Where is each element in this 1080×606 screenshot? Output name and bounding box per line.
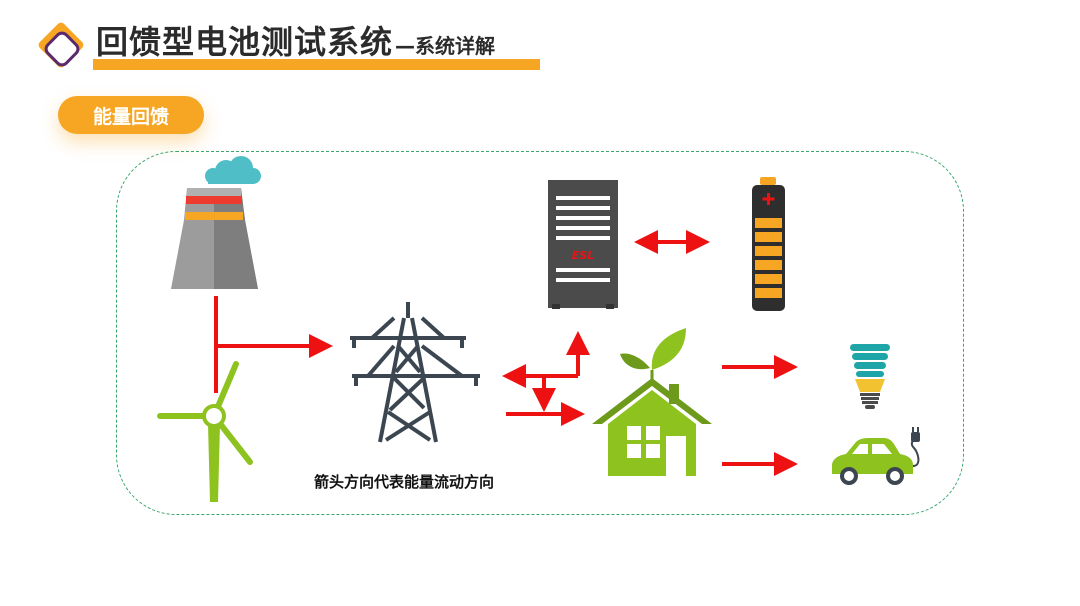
title-subtitle: —系统详解	[395, 34, 496, 58]
section-pill: 能量回馈	[58, 96, 204, 134]
battery-icon	[752, 177, 785, 311]
title-underline	[93, 59, 540, 70]
logo-diamond-icon	[38, 22, 84, 68]
eco-house-icon	[592, 328, 712, 476]
diagram-caption: 箭头方向代表能量流动方向	[314, 473, 495, 491]
wind-turbine-icon	[157, 361, 253, 502]
energy-saving-bulb-icon	[850, 344, 890, 409]
flow-arrows	[214, 230, 798, 476]
page-title: 回馈型电池测试系统 —系统详解	[96, 12, 495, 58]
power-plant-icon	[171, 156, 261, 289]
transmission-tower-icon	[350, 302, 480, 443]
electric-car-icon	[832, 427, 920, 485]
title-main: 回馈型电池测试系统	[96, 23, 394, 61]
device-label: ESL	[572, 249, 594, 262]
section-label: 能量回馈	[92, 105, 169, 128]
diagram-frame	[116, 151, 964, 515]
test-equipment-cabinet-icon: ESL	[548, 180, 618, 309]
